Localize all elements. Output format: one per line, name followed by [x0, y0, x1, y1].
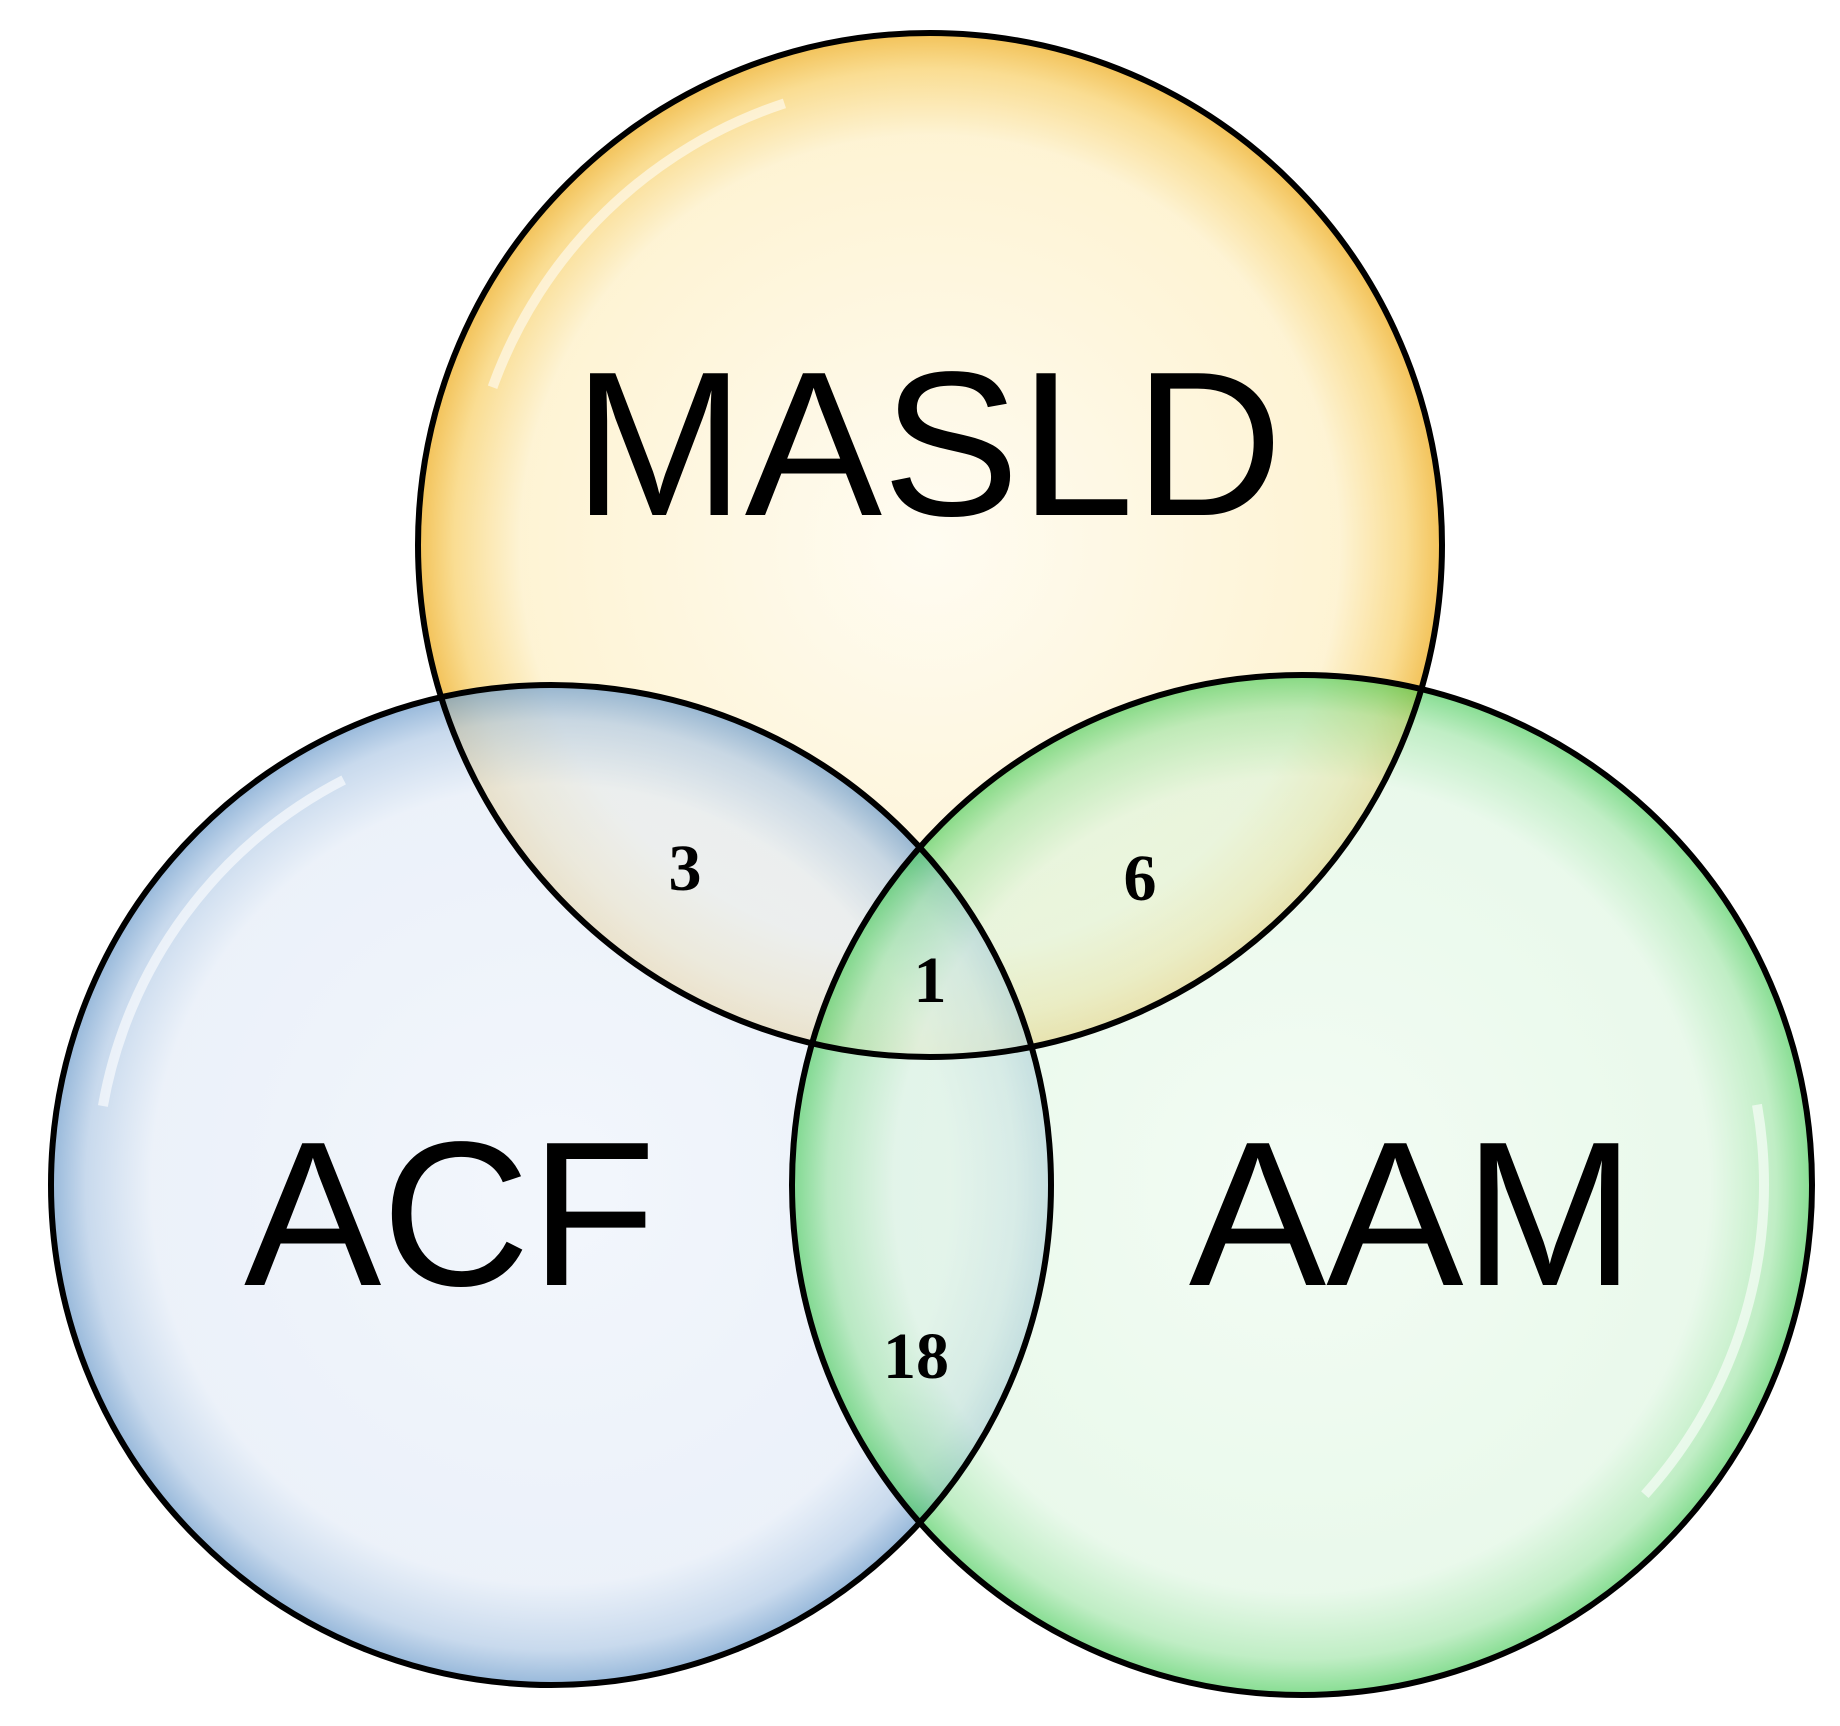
masld-outline	[415, 30, 1445, 1060]
aam-circle	[792, 675, 1812, 1695]
set-label-acf: ACF	[244, 1099, 656, 1329]
aam-outline	[789, 672, 1815, 1698]
region-count-acf-aam: 18	[883, 1320, 949, 1393]
region-count-masld-acf: 3	[669, 832, 702, 905]
masld-highlight	[460, 75, 1400, 1015]
set-label-aam: AAM	[1189, 1099, 1635, 1329]
acf-highlight	[91, 725, 1011, 1645]
region-count-all-three: 1	[914, 944, 947, 1017]
acf-outline	[48, 682, 1054, 1688]
region-count-masld-aam: 6	[1124, 842, 1157, 915]
acf-circle	[51, 685, 1051, 1685]
aam-highlight	[835, 718, 1769, 1652]
set-label-masld: MASLD	[573, 329, 1283, 559]
